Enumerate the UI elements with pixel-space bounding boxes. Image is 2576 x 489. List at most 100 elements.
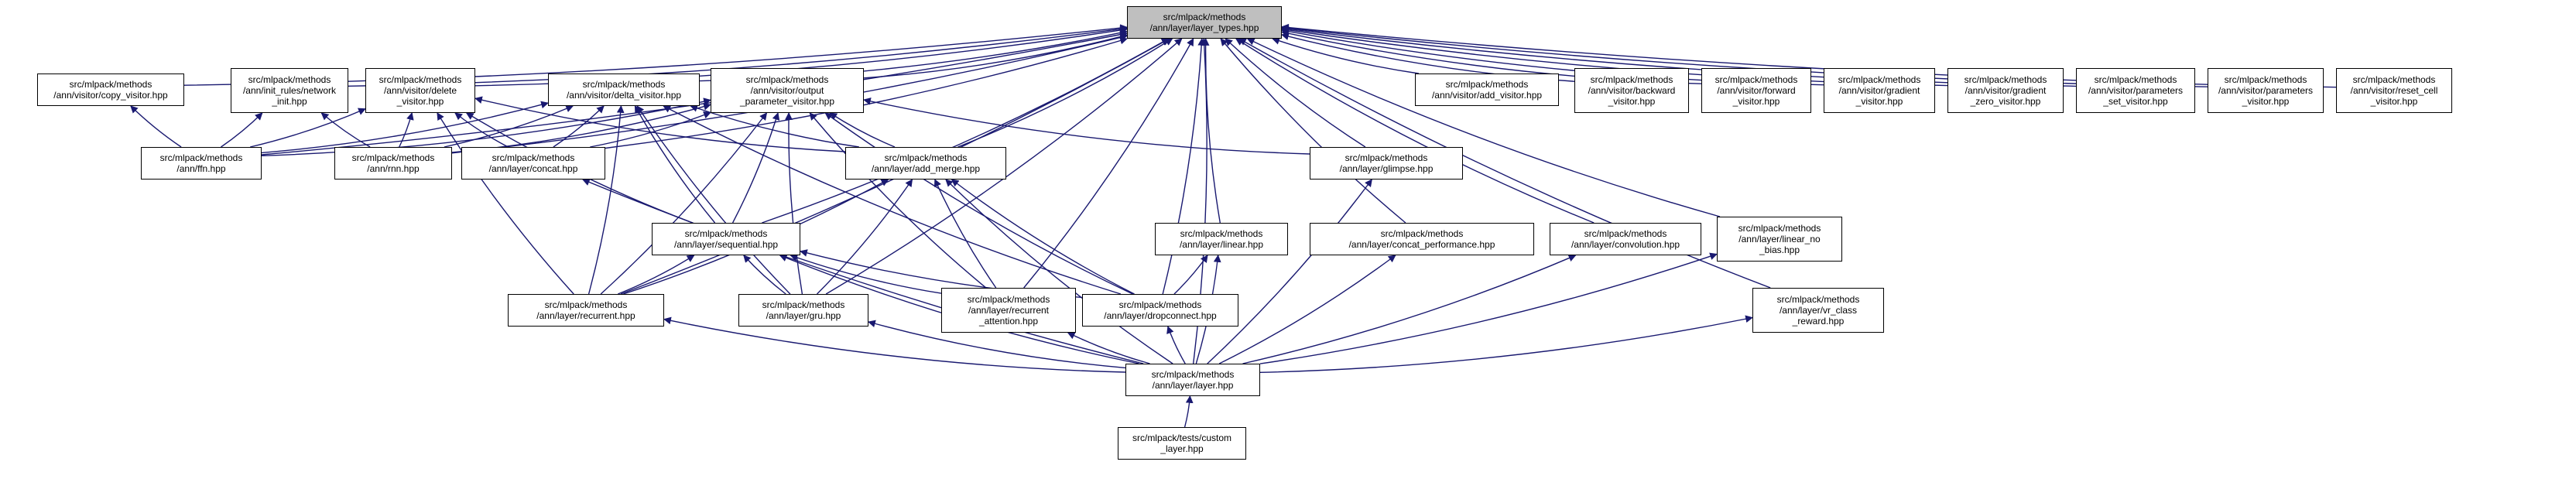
dependency-edge-ffn-to-network_init — [221, 112, 263, 148]
graph-node-dropconnect[interactable]: src/mlpack/methods/ann/layer/dropconnect… — [1082, 294, 1238, 327]
graph-node-output_parameter_visitor[interactable]: src/mlpack/methods/ann/visitor/output_pa… — [711, 68, 864, 113]
graph-node-label: src/mlpack/methods — [1738, 222, 1821, 234]
dependency-edge-dropconnect-to-delta_visitor — [663, 105, 1122, 295]
graph-node-label: src/mlpack/methods — [1838, 74, 1921, 85]
graph-node-label: src/mlpack/methods — [1714, 74, 1798, 85]
graph-node-sequential[interactable]: src/mlpack/methods/ann/layer/sequential.… — [652, 223, 800, 255]
dependency-edge-recurrent_attention-to-layer_types — [1023, 38, 1194, 289]
graph-node-label: src/mlpack/methods — [582, 78, 666, 90]
graph-node-glimpse[interactable]: src/mlpack/methods/ann/layer/glimpse.hpp — [1310, 147, 1463, 180]
dependency-edge-rnn-to-delta_visitor — [444, 104, 574, 148]
graph-node-recurrent[interactable]: src/mlpack/methods/ann/layer/recurrent.h… — [508, 294, 664, 327]
dependency-edge-ffn-to-output_parameter_visitor — [261, 97, 711, 156]
graph-node-layer_types[interactable]: src/mlpack/methods/ann/layer/layer_types… — [1127, 6, 1282, 39]
dependency-edge-layer-to-gru — [868, 320, 1126, 369]
graph-node-label: /ann/layer/concat.hpp — [488, 163, 578, 174]
graph-node-label: /ann/layer/glimpse.hpp — [1339, 163, 1434, 174]
graph-node-linear[interactable]: src/mlpack/methods/ann/layer/linear.hpp — [1155, 223, 1288, 255]
graph-node-label: /ann/layer/sequential.hpp — [673, 239, 779, 250]
dependency-edge-sequential-to-output_parameter_visitor — [731, 112, 780, 224]
graph-node-label: src/mlpack/methods — [1151, 368, 1235, 380]
graph-node-label: /ann/layer/convolution.hpp — [1571, 239, 1680, 250]
graph-node-recurrent_attention[interactable]: src/mlpack/methods/ann/layer/recurrent_a… — [941, 288, 1076, 333]
graph-node-vr_class_reward[interactable]: src/mlpack/methods/ann/layer/vr_class_re… — [1752, 288, 1884, 333]
dependency-edge-linear_no_bias-to-layer_types — [1246, 38, 1721, 217]
dependency-edge-add_merge-to-layer_types — [957, 38, 1173, 148]
graph-node-delete_visitor[interactable]: src/mlpack/methods/ann/visitor/delete_vi… — [365, 68, 475, 113]
dependency-edge-recurrent-to-delete_visitor — [437, 112, 574, 295]
graph-node-label: _parameter_visitor.hpp — [739, 96, 835, 108]
graph-node-add_merge[interactable]: src/mlpack/methods/ann/layer/add_merge.h… — [845, 147, 1006, 180]
graph-node-label: src/mlpack/methods — [1590, 74, 1673, 85]
graph-node-convolution[interactable]: src/mlpack/methods/ann/layer/convolution… — [1550, 223, 1701, 255]
graph-node-label: /ann/layer/vr_class — [1779, 304, 1858, 316]
graph-node-label: _bias.hpp — [1759, 244, 1800, 256]
dependency-edge-convolution-to-layer_types — [1235, 38, 1595, 224]
graph-node-label: src/mlpack/methods — [159, 152, 243, 163]
dependency-edge-layer-to-concat — [581, 178, 1144, 364]
dependency-edge-gru-to-delta_visitor — [636, 105, 791, 295]
graph-node-label: /ann/layer/linear_no — [1738, 233, 1821, 244]
dependency-edge-rnn-to-network_init — [320, 112, 371, 148]
graph-node-label: _layer.hpp — [1160, 443, 1204, 454]
graph-node-label: /ann/visitor/backward — [1588, 84, 1676, 96]
graph-node-label: src/mlpack/methods — [1118, 299, 1202, 310]
graph-node-label: src/mlpack/methods — [2224, 74, 2307, 85]
graph-node-copy_visitor[interactable]: src/mlpack/methods/ann/visitor/copy_visi… — [37, 74, 184, 106]
graph-node-gru[interactable]: src/mlpack/methods/ann/layer/gru.hpp — [738, 294, 868, 327]
dependency-edge-rnn-to-delete_visitor — [399, 112, 414, 148]
graph-node-reset_cell_visitor[interactable]: src/mlpack/methods/ann/visitor/reset_cel… — [2336, 68, 2452, 113]
graph-node-label: src/mlpack/methods — [684, 227, 768, 239]
graph-node-label: /ann/visitor/forward — [1717, 84, 1796, 96]
dependency-edge-vr_class_reward-to-layer_types — [1238, 38, 1771, 289]
dependency-edge-ffn-to-copy_visitor — [130, 105, 182, 148]
dependency-edge-recurrent_attention-to-sequential — [790, 254, 942, 294]
graph-node-label: src/mlpack/methods — [2094, 74, 2177, 85]
graph-node-add_visitor[interactable]: src/mlpack/methods/ann/visitor/add_visit… — [1415, 74, 1559, 106]
graph-node-gradient_visitor[interactable]: src/mlpack/methods/ann/visitor/gradient_… — [1824, 68, 1935, 113]
graph-node-label: /ann/ffn.hpp — [176, 163, 226, 174]
graph-node-concat[interactable]: src/mlpack/methods/ann/layer/concat.hpp — [461, 147, 605, 180]
graph-node-label: src/mlpack/methods — [1584, 227, 1667, 239]
graph-node-label: src/mlpack/methods — [1445, 78, 1529, 90]
graph-node-label: _visitor.hpp — [1732, 96, 1780, 108]
dependency-edge-add_merge-to-output_parameter_visitor — [829, 112, 896, 148]
graph-node-ffn[interactable]: src/mlpack/methods/ann/ffn.hpp — [141, 147, 262, 180]
graph-node-label: /ann/layer/concat_performance.hpp — [1348, 239, 1495, 250]
dependency-edge-gru-to-add_merge — [817, 179, 913, 295]
graph-node-forward_visitor[interactable]: src/mlpack/methods/ann/visitor/forward_v… — [1701, 68, 1811, 113]
dependency-edge-layer-to-convolution — [1242, 254, 1577, 364]
graph-node-label: src/mlpack/methods — [1964, 74, 2047, 85]
graph-node-custom_layer[interactable]: src/mlpack/tests/custom_layer.hpp — [1118, 427, 1246, 460]
graph-node-layer[interactable]: src/mlpack/methods/ann/layer/layer.hpp — [1125, 364, 1260, 396]
dependency-edge-ffn-to-delete_visitor — [250, 108, 366, 148]
graph-node-label: _visitor.hpp — [2370, 96, 2418, 108]
graph-node-network_init[interactable]: src/mlpack/methods/ann/init_rules/networ… — [231, 68, 348, 113]
graph-node-label: src/mlpack/methods — [1163, 11, 1246, 22]
graph-node-parameters_visitor[interactable]: src/mlpack/methods/ann/visitor/parameter… — [2208, 68, 2324, 113]
graph-node-concat_performance[interactable]: src/mlpack/methods/ann/layer/concat_perf… — [1310, 223, 1534, 255]
graph-node-label: src/mlpack/methods — [351, 152, 435, 163]
graph-node-label: /ann/visitor/parameters — [2218, 84, 2314, 96]
graph-node-label: /ann/layer/recurrent.hpp — [536, 310, 635, 321]
graph-node-label: /ann/visitor/reset_cell — [2350, 84, 2438, 96]
dependency-edge-glimpse-to-layer_types — [1225, 38, 1366, 148]
dependency-edge-add_merge-to-delete_visitor — [474, 96, 846, 152]
graph-node-label: src/mlpack/tests/custom — [1132, 432, 1232, 443]
graph-node-linear_no_bias[interactable]: src/mlpack/methods/ann/layer/linear_no_b… — [1717, 217, 1842, 262]
dependency-edge-dropconnect-to-add_merge — [951, 179, 1135, 295]
dependency-edge-parameters_visitor-to-layer_types — [1281, 24, 2208, 87]
graph-node-delta_visitor[interactable]: src/mlpack/methods/ann/visitor/delta_vis… — [548, 74, 700, 106]
graph-node-backward_visitor[interactable]: src/mlpack/methods/ann/visitor/backward_… — [1574, 68, 1689, 113]
graph-node-parameters_set_visitor[interactable]: src/mlpack/methods/ann/visitor/parameter… — [2076, 68, 2195, 113]
graph-node-label: /ann/visitor/gradient — [1965, 84, 2047, 96]
graph-node-label: _visitor.hpp — [2242, 96, 2290, 108]
dependency-edge-layer-to-recurrent — [663, 316, 1126, 373]
graph-node-gradient_zero_visitor[interactable]: src/mlpack/methods/ann/visitor/gradient_… — [1947, 68, 2064, 113]
graph-node-label: src/mlpack/methods — [884, 152, 968, 163]
graph-node-label: /ann/layer/dropconnect.hpp — [1104, 310, 1217, 321]
graph-node-rnn[interactable]: src/mlpack/methods/ann/rnn.hpp — [334, 147, 452, 180]
graph-node-label: /ann/visitor/gradient — [1838, 84, 1920, 96]
graph-node-label: src/mlpack/methods — [492, 152, 575, 163]
